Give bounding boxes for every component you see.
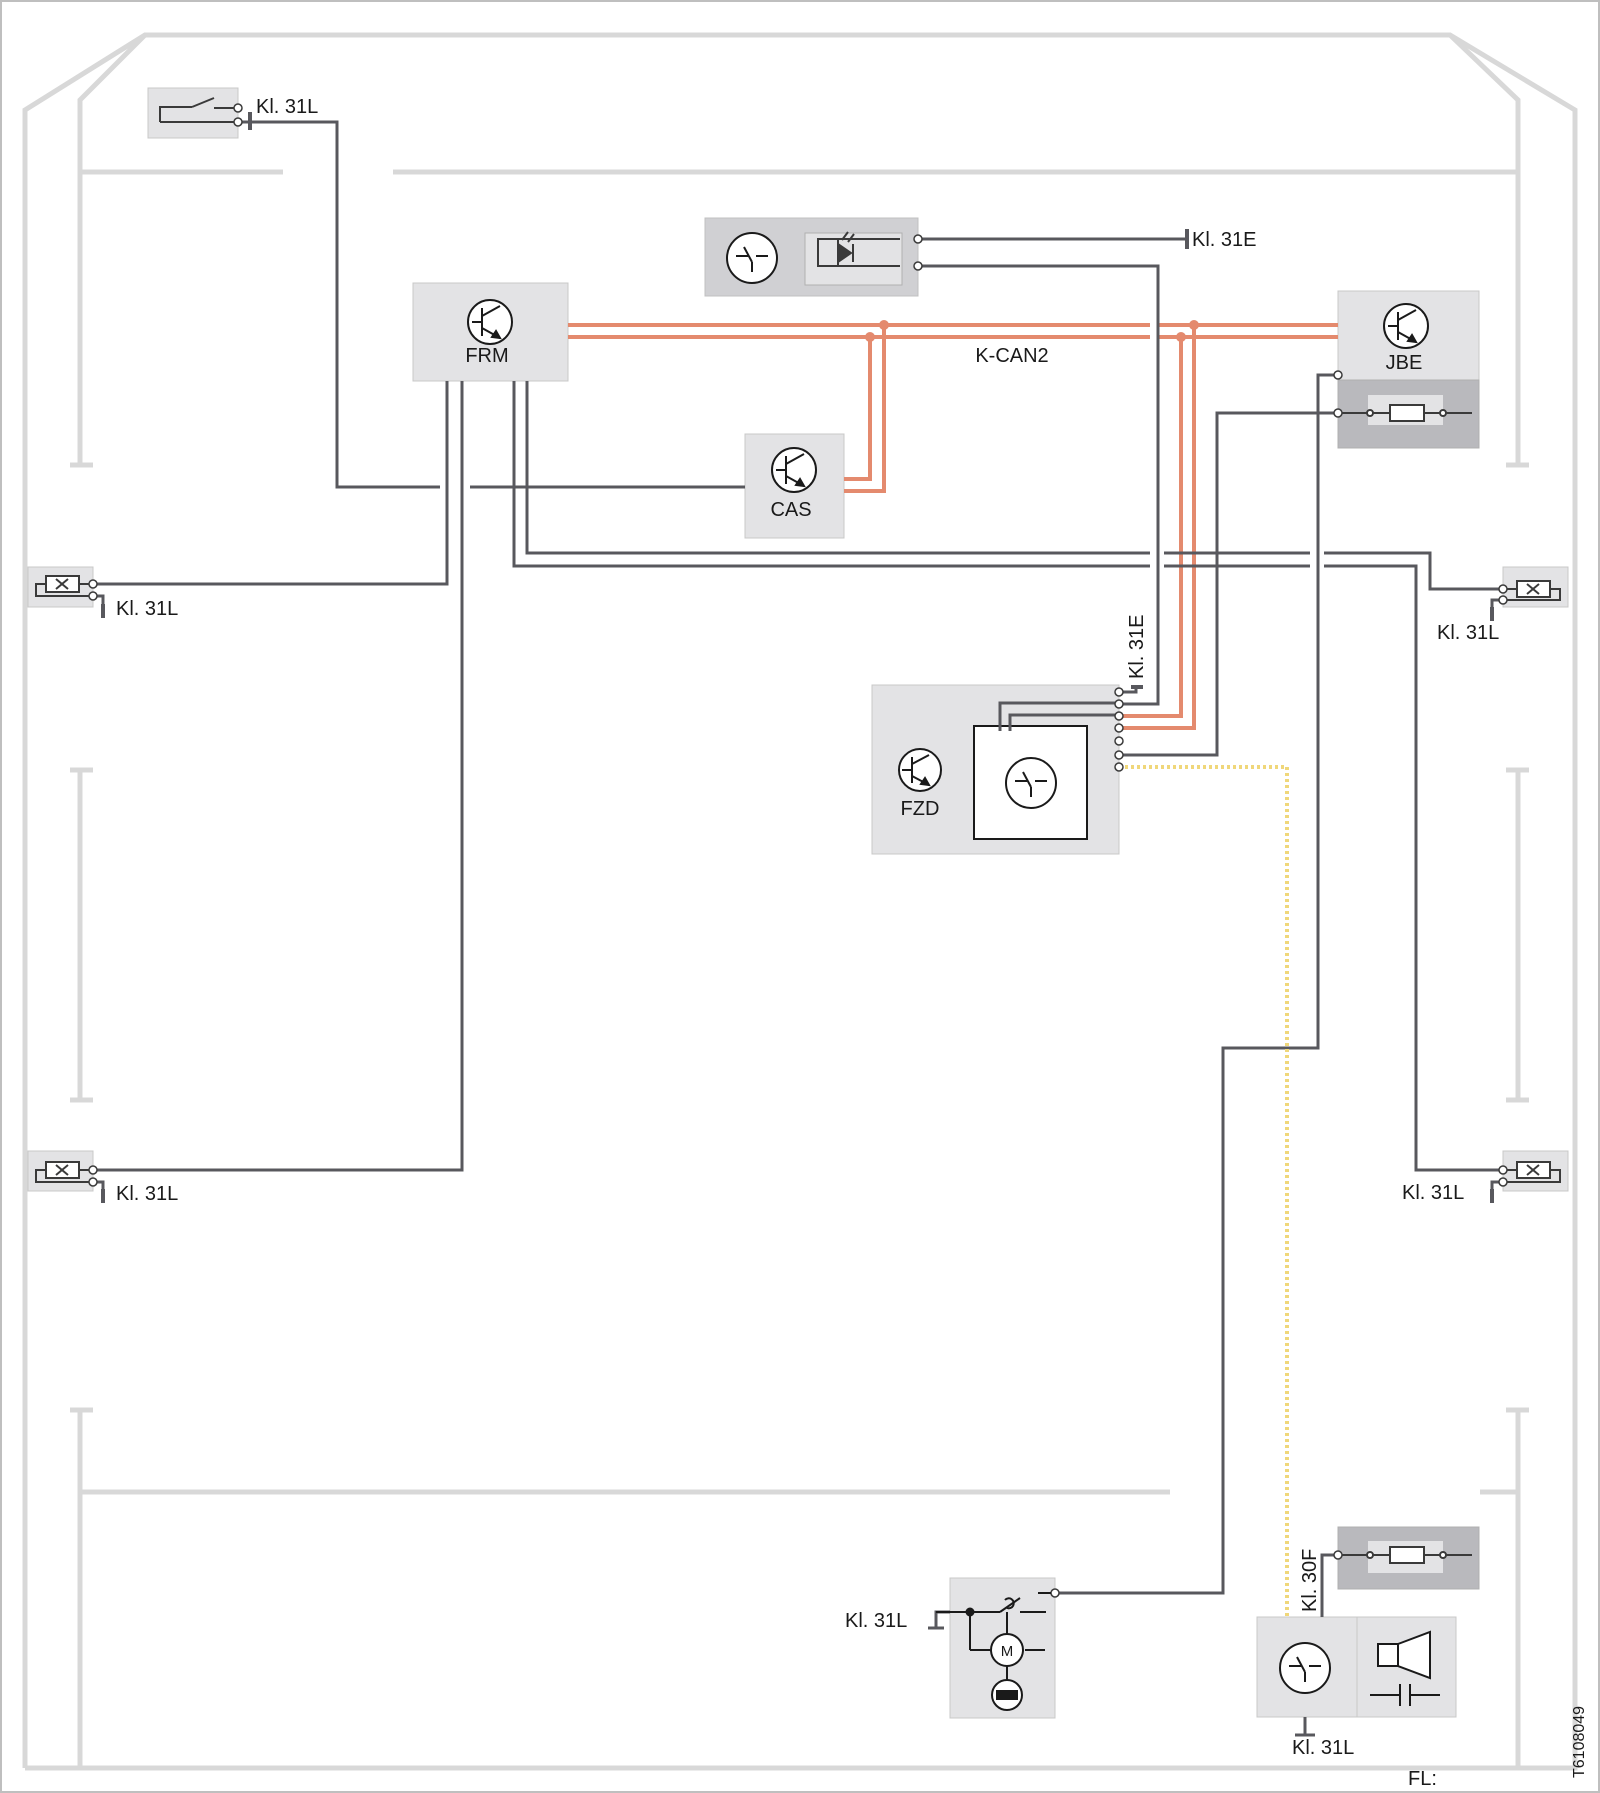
transistor-icon-fzd xyxy=(898,748,942,792)
terminal-label-kl31e-led: Kl. 31E xyxy=(1192,229,1256,251)
terminal-label-kl30f-siren: Kl. 30F xyxy=(1299,1549,1321,1612)
terminal-label-kl31l-siren: Kl. 31L xyxy=(1292,1737,1354,1759)
lamp-icon-right-rear xyxy=(1507,1161,1561,1183)
battery-capacitor-icon xyxy=(1370,1684,1440,1706)
door-contact-switch xyxy=(147,87,239,139)
lamp-icon-left-front xyxy=(35,575,89,597)
sensor-icon-siren xyxy=(1279,1642,1331,1694)
module-label-jbe: JBE xyxy=(1386,352,1423,374)
terminal-label-kl31l-left-rear: Kl. 31L xyxy=(116,1183,178,1205)
vehicle-outline xyxy=(22,32,1578,1771)
terminal-label-kl31l-motor: Kl. 31L xyxy=(845,1610,907,1632)
terminal-label-kl31e-fzd: Kl. 31E xyxy=(1126,615,1148,679)
sensor-icon-fzd xyxy=(1005,757,1057,809)
switch-symbol xyxy=(159,97,234,123)
transistor-icon-jbe xyxy=(1383,303,1429,349)
lamp-icon-left-rear xyxy=(35,1161,89,1183)
terminal-bars xyxy=(101,112,1494,1203)
led-icon xyxy=(817,231,900,267)
grey-wires-over xyxy=(445,482,1320,575)
module-label-fzd: FZD xyxy=(901,798,940,820)
module-boxes xyxy=(27,87,1569,1719)
fuse-icon-jbe xyxy=(1342,404,1472,422)
fuse-icon-rear xyxy=(1342,1546,1472,1564)
terminal-label-kl31l-switch: Kl. 31L xyxy=(256,96,318,118)
motor-symbol-label: M xyxy=(1001,1643,1014,1660)
footer-fl: FL: xyxy=(1408,1768,1437,1790)
sensor-icon-led-module xyxy=(726,232,778,284)
lamp-icon-right-front xyxy=(1507,580,1561,601)
transistor-icon-cas xyxy=(771,447,817,493)
connection-pins xyxy=(88,103,1508,1598)
module-label-cas: CAS xyxy=(770,499,811,521)
actuator-icon xyxy=(991,1666,1023,1711)
graphic-code: T6108049 xyxy=(1571,1706,1588,1778)
module-label-frm: FRM xyxy=(465,345,508,367)
bus-label-kcan2: K-CAN2 xyxy=(975,345,1048,367)
kcan2-bus-wires xyxy=(568,323,1338,730)
bus-crossing-gap xyxy=(1150,318,1158,344)
horn-icon xyxy=(1377,1630,1431,1680)
transistor-icon-frm xyxy=(467,299,513,345)
terminal-label-kl31l-left-front: Kl. 31L xyxy=(116,598,178,620)
wire-crossing-gaps xyxy=(440,482,1324,571)
terminal-label-kl31l-right-rear: Kl. 31L xyxy=(1402,1182,1464,1204)
signal-line-dotted xyxy=(1119,765,1289,1617)
terminal-label-kl31l-right-front: Kl. 31L xyxy=(1437,622,1499,644)
motor-switch-symbol xyxy=(936,1592,1051,1651)
kcan2-junctions xyxy=(865,320,1199,342)
